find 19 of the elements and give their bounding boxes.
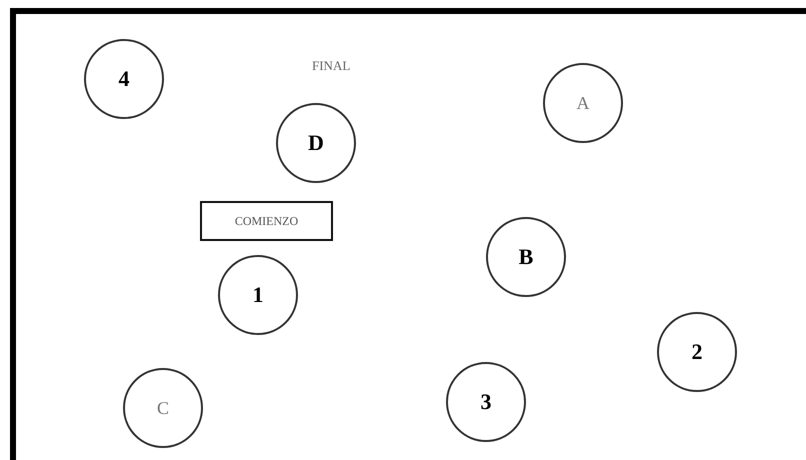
circle-node: [218, 255, 298, 335]
start-box: [200, 201, 333, 241]
node-label: A: [576, 92, 590, 114]
box-label: COMIENZO: [234, 214, 298, 228]
node-label: C: [156, 398, 169, 418]
node-label: 2: [692, 339, 702, 365]
circle-node: [446, 362, 526, 442]
circle-node: [84, 39, 164, 119]
node-label: B: [518, 244, 534, 270]
end-label: FINAL: [312, 58, 350, 74]
node-label: 4: [118, 66, 130, 92]
circle-node: [657, 312, 737, 392]
circle-node: [543, 63, 623, 143]
node-label: D: [308, 130, 324, 156]
node-label: 3: [480, 389, 492, 415]
node-label: 1: [252, 282, 264, 308]
circle-node: [486, 217, 566, 297]
circle-node: [123, 368, 203, 448]
circle-node: [276, 103, 356, 183]
